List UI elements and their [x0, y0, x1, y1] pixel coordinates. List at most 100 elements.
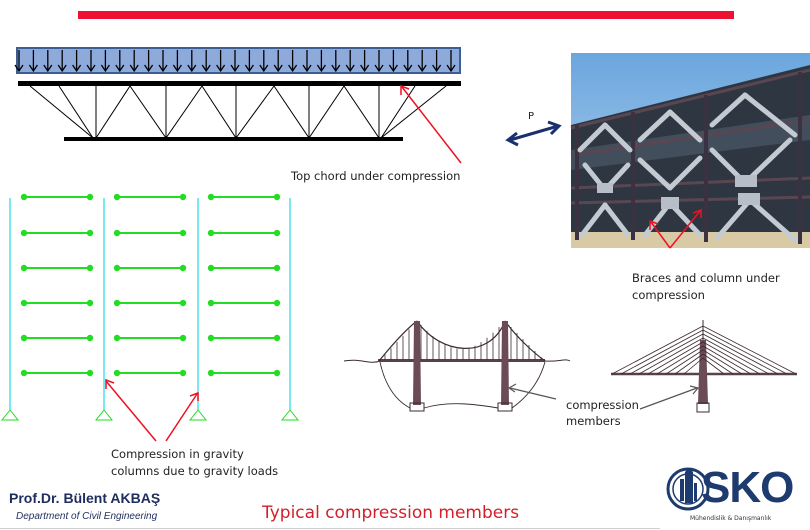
- beam-node: [207, 193, 215, 201]
- load-arrowhead: [259, 64, 269, 73]
- load-arrowhead: [345, 64, 355, 73]
- beam-node: [113, 334, 121, 342]
- beam-node: [179, 369, 187, 377]
- bridge-stay: [620, 329, 704, 375]
- load-arrowhead: [201, 64, 211, 73]
- bridge-stay: [629, 333, 704, 375]
- beam-node: [20, 264, 28, 272]
- author-name: Prof.Dr. Bülent AKBAŞ: [9, 490, 161, 506]
- braced-frame-caption-line1: Braces and column under: [632, 271, 780, 285]
- load-arrowhead: [100, 64, 110, 73]
- bridge-stay: [702, 345, 752, 375]
- load-arrowhead: [57, 64, 67, 73]
- beam-node: [273, 264, 281, 272]
- beam-node: [20, 369, 28, 377]
- slide-title: Typical compression members: [262, 503, 520, 523]
- beam-node: [179, 334, 187, 342]
- load-arrowhead: [14, 64, 24, 73]
- truss-pointer-arrow: [400, 84, 462, 164]
- beam-node: [207, 264, 215, 272]
- beam-node: [273, 193, 281, 201]
- beam-node: [179, 229, 187, 237]
- bridge-stay: [665, 349, 704, 375]
- load-arrowhead: [43, 64, 53, 73]
- beam-node: [86, 334, 94, 342]
- beam-node: [113, 264, 121, 272]
- header-accent-bar: [78, 11, 734, 19]
- bridge-pointer-arrows: [507, 383, 700, 410]
- braced-frame-photo: [570, 53, 810, 248]
- bridge-caption-line1: compression: [566, 398, 639, 412]
- beam-node: [207, 334, 215, 342]
- bridge-stay: [702, 337, 770, 375]
- truss-bottom-chord: [64, 137, 403, 141]
- beam-node: [273, 334, 281, 342]
- gravity-columns: [9, 198, 291, 410]
- load-arrowhead: [446, 64, 456, 73]
- load-p-label: P: [528, 111, 535, 122]
- bridge-stay: [647, 341, 704, 375]
- bridge-stay: [702, 341, 761, 375]
- load-p-double-arrow: [505, 120, 562, 147]
- beam-node: [113, 229, 121, 237]
- gravity-caption-line1: Compression in gravity: [111, 447, 244, 461]
- beam-node: [20, 299, 28, 307]
- beam-node: [113, 369, 121, 377]
- beam-node: [113, 193, 121, 201]
- beam-node: [113, 299, 121, 307]
- bridge-caption-line2: members: [566, 414, 621, 428]
- gravity-frame-diagram: [0, 193, 300, 421]
- load-arrowhead: [144, 64, 154, 73]
- beam-node: [207, 369, 215, 377]
- truss-top-chord: [18, 81, 461, 86]
- load-arrowhead: [417, 64, 427, 73]
- load-arrowhead: [432, 64, 442, 73]
- beam-node: [179, 193, 187, 201]
- load-arrowhead: [302, 64, 312, 73]
- bridge-stay: [656, 345, 704, 375]
- logo-wordmark: SKO: [701, 463, 794, 512]
- cable-stayed-bridge-sketch: [611, 320, 797, 413]
- load-arrowhead: [331, 64, 341, 73]
- load-arrowhead: [86, 64, 96, 73]
- beam-node: [207, 299, 215, 307]
- braced-frame-caption-line2: compression: [632, 288, 705, 302]
- bridge-stay: [611, 325, 704, 375]
- beam-node: [179, 299, 187, 307]
- truss-caption: Top chord under compression: [291, 169, 461, 183]
- load-arrowhead: [129, 64, 139, 73]
- load-arrowhead: [230, 64, 240, 73]
- bridge-stay: [674, 353, 704, 375]
- braces-pointer-arrows: [649, 208, 702, 249]
- beam-node: [273, 369, 281, 377]
- suspension-bridge-sketch: [343, 320, 571, 412]
- load-arrowhead: [158, 64, 168, 73]
- bridge-stay: [638, 337, 704, 375]
- bridge-stay: [702, 329, 788, 375]
- pin-supports: [0, 409, 300, 421]
- beam-node: [86, 299, 94, 307]
- bridge-stay: [702, 325, 797, 375]
- load-arrowhead: [28, 64, 38, 73]
- logo-tagline: Mühendislik & Danışmanlık: [690, 515, 772, 522]
- load-arrowhead: [115, 64, 125, 73]
- load-arrowhead: [374, 64, 384, 73]
- bridge-stay: [683, 357, 704, 375]
- load-arrowhead: [403, 64, 413, 73]
- beam-node: [179, 264, 187, 272]
- load-arrowhead: [72, 64, 82, 73]
- beam-node: [20, 334, 28, 342]
- beam-node: [207, 229, 215, 237]
- gravity-caption-line2: columns due to gravity loads: [111, 464, 279, 478]
- load-arrows: [14, 50, 456, 73]
- bridge-stay: [702, 333, 779, 375]
- load-arrowhead: [172, 64, 182, 73]
- load-arrowhead: [388, 64, 398, 73]
- load-arrowhead: [273, 64, 283, 73]
- bridge-stay: [702, 349, 743, 375]
- truss-web-members: [29, 85, 447, 139]
- beam-node: [86, 193, 94, 201]
- beam-node: [20, 193, 28, 201]
- department-name: Department of Civil Engineering: [16, 511, 158, 522]
